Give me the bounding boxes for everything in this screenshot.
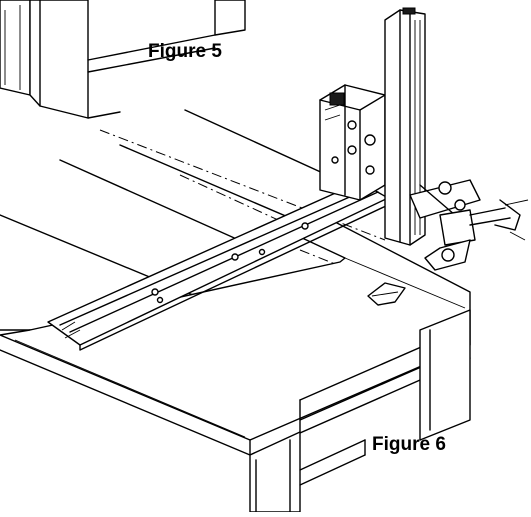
figure-5-label: Figure 5 <box>148 41 222 62</box>
figure5-beam <box>0 0 246 119</box>
figure6-beam <box>0 221 471 513</box>
vertical-mast <box>384 7 426 246</box>
figure-6-label: Figure 6 <box>372 434 446 455</box>
torch-assembly <box>409 179 529 271</box>
carriage <box>319 84 386 201</box>
direction-arrow <box>367 282 406 306</box>
